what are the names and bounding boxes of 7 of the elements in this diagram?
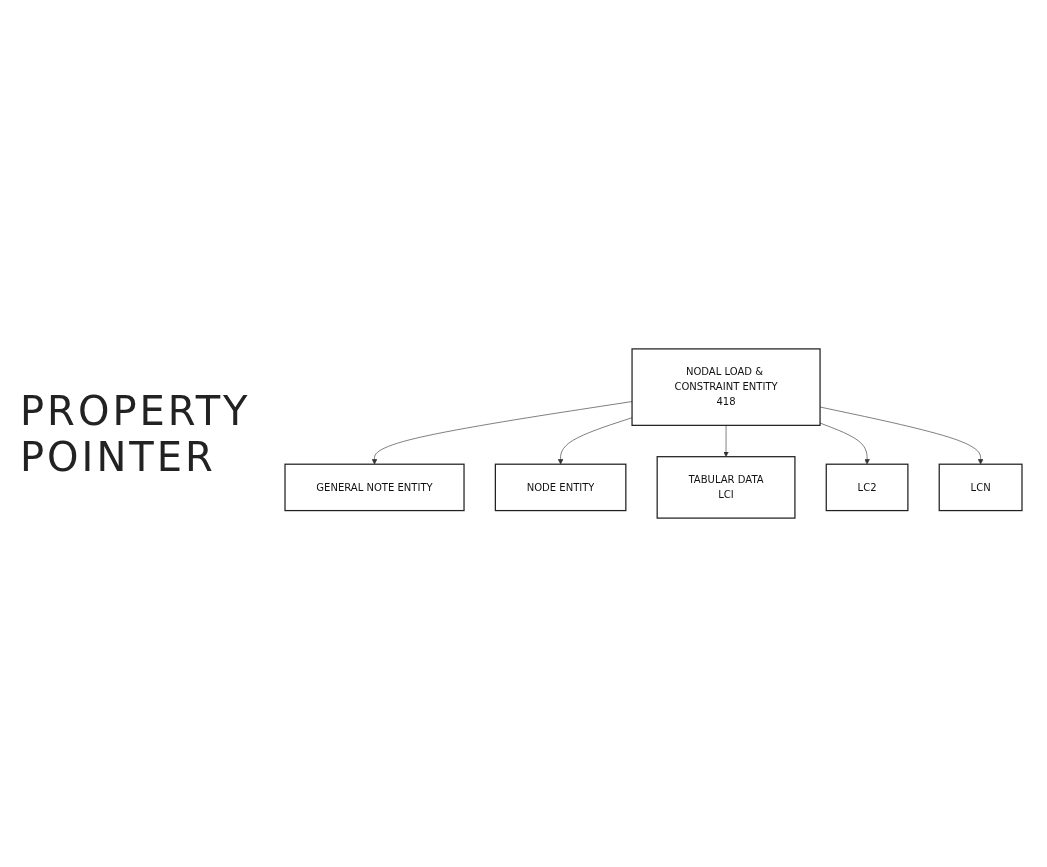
node-box: TABULAR DATA LCI (656, 456, 796, 519)
node-box: NODE ENTITY (494, 463, 627, 512)
node-box: NODAL LOAD & CONSTRAINT ENTITY 418 (631, 348, 821, 426)
node-box: GENERAL NOTE ENTITY (284, 463, 465, 512)
note-text: PROPERTY POINTER (20, 387, 250, 480)
node-box: LCN (938, 463, 1023, 512)
node-box: LC2 (825, 463, 909, 512)
